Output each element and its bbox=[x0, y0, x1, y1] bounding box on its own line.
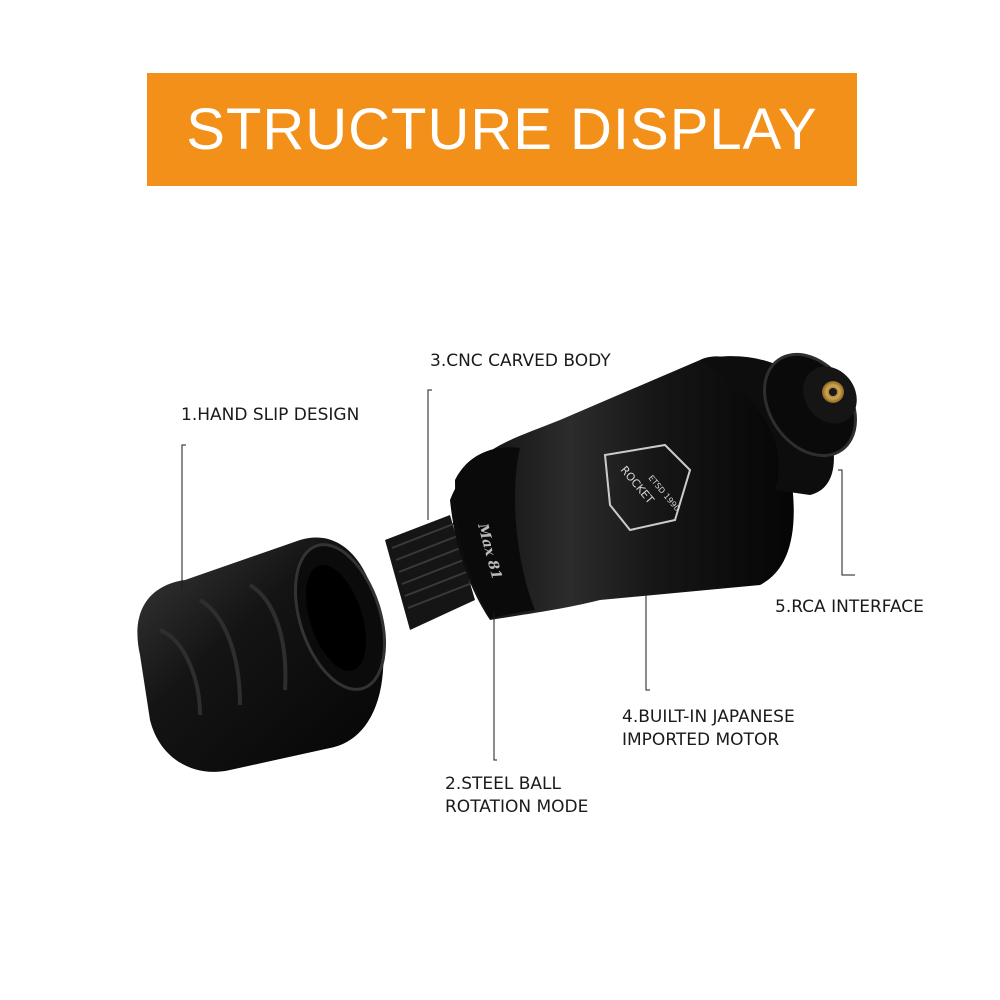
leader-line-hand-slip bbox=[181, 444, 186, 588]
leader-lines bbox=[181, 389, 855, 761]
label-steel-ball-line2: ROTATION MODE bbox=[445, 797, 589, 817]
leader-line-cnc-body bbox=[427, 389, 432, 520]
thread-section bbox=[385, 515, 475, 630]
label-motor-line1: 4.BUILT-IN JAPANESE bbox=[622, 707, 795, 727]
label-cnc-body: 3.CNC CARVED BODY bbox=[430, 350, 611, 373]
motor-body: ROCKET ETSD 1990 Max 81 bbox=[450, 352, 857, 620]
label-rca-text: 5.RCA INTERFACE bbox=[775, 597, 924, 617]
label-steel-ball-line1: 2.STEEL BALL bbox=[445, 774, 561, 794]
label-hand-slip: 1.HAND SLIP DESIGN bbox=[181, 404, 359, 427]
label-motor: 4.BUILT-IN JAPANESE IMPORTED MOTOR bbox=[622, 706, 795, 752]
leader-line-rca bbox=[838, 469, 855, 576]
label-rca: 5.RCA INTERFACE bbox=[775, 596, 924, 619]
shield-emblem-icon bbox=[603, 443, 692, 532]
label-motor-line2: IMPORTED MOTOR bbox=[622, 730, 780, 750]
label-cnc-body-text: 3.CNC CARVED BODY bbox=[430, 351, 611, 371]
label-hand-slip-text: 1.HAND SLIP DESIGN bbox=[181, 405, 360, 425]
title-banner: STRUCTURE DISPLAY bbox=[147, 73, 857, 186]
leader-line-motor bbox=[645, 590, 650, 691]
grip-cap bbox=[137, 537, 387, 772]
banner-title: STRUCTURE DISPLAY bbox=[186, 97, 818, 162]
label-steel-ball: 2.STEEL BALL ROTATION MODE bbox=[445, 773, 588, 819]
leader-line-steel-ball bbox=[493, 612, 497, 761]
